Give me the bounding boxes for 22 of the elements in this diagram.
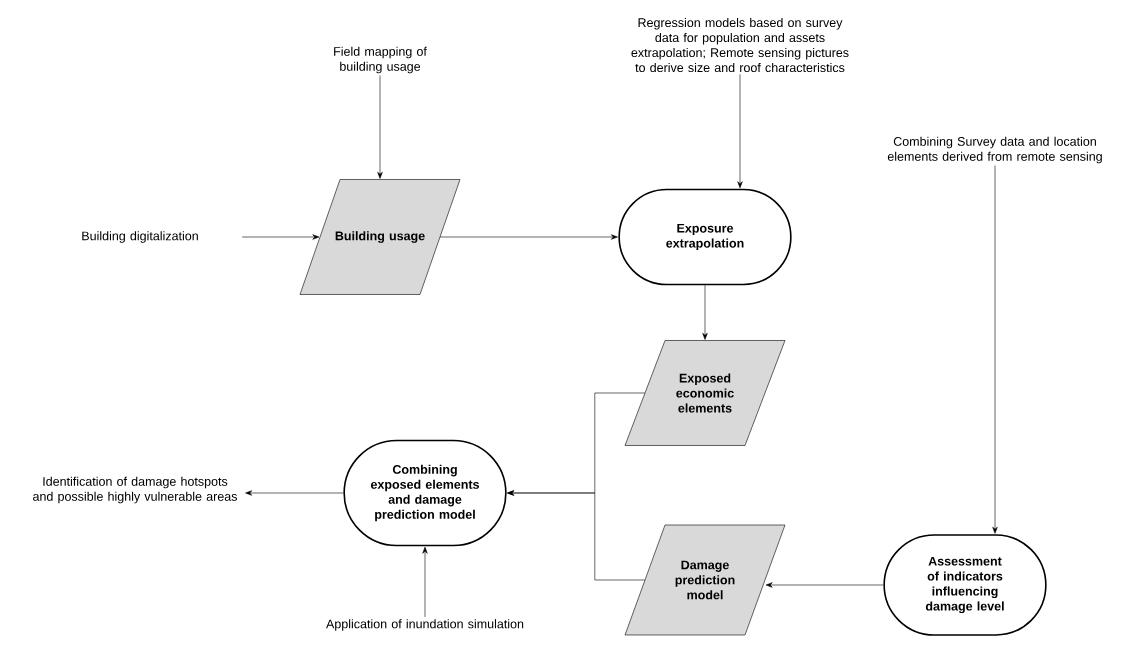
arrow (439, 234, 618, 240)
arrow (241, 234, 320, 240)
annotation-text: Regression models based on survey data for population and assets extrapolation; Remote sensing pictures to derive size and roof characteristics (631, 17, 849, 73)
arrow (702, 285, 708, 340)
arrow (245, 490, 344, 496)
annotation-text: Identification of damage hotspots and possible highly vulnerable areas (33, 476, 237, 504)
process-terminator: Assessment of indicators influencing damage level (883, 534, 1047, 636)
arrow (737, 74, 743, 189)
annotation-text: Application of inundation simulation (326, 619, 524, 631)
process-terminator: Combining exposed elements and damage prediction model (343, 439, 507, 547)
arrow (765, 582, 884, 588)
annotation-text: Combining Survey data and location elements derived from remote sensing (887, 136, 1102, 164)
data-parallelogram: Exposed economic elements (624, 340, 786, 446)
annotation-text: Field mapping of building usage (334, 46, 427, 74)
arrow (422, 546, 428, 618)
annotation-text: Building digitalization (82, 231, 198, 243)
arrow (507, 490, 646, 581)
arrow (992, 165, 998, 534)
data-parallelogram: Damage prediction model (624, 524, 786, 636)
arrow (377, 75, 383, 179)
data-parallelogram: Building usage (299, 179, 461, 295)
process-terminator: Exposure extrapolation (618, 188, 792, 286)
